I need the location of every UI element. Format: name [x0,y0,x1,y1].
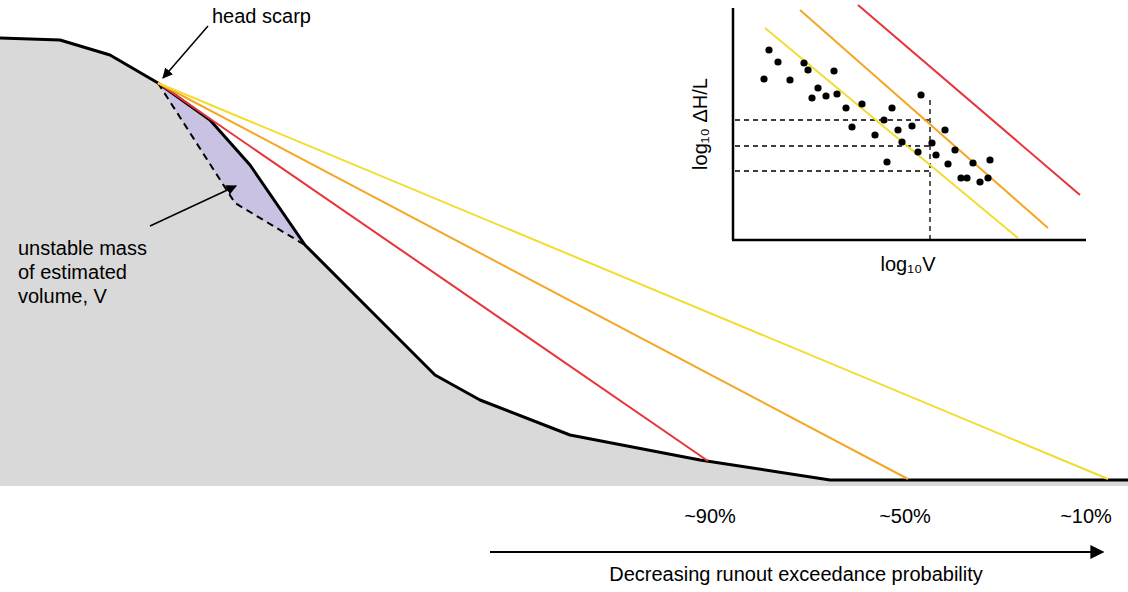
leader-arrow [150,186,236,226]
data-point [932,151,939,158]
probability-label: ~50% [879,504,931,528]
data-point [976,178,983,185]
mass-label: unstable mass of estimated volume, V [18,236,158,308]
data-point [984,174,991,181]
x-axis [732,239,1086,242]
axis-label: log₁₀V [880,252,935,276]
ground [0,38,1128,486]
data-point [883,158,890,165]
data-point [822,92,829,99]
dashed-guide [735,119,930,120]
probability-arrow [490,551,1103,553]
data-point [914,148,921,155]
data-point [830,67,837,74]
data-point [894,126,901,133]
axis-label: log₁₀ ΔH/L [688,78,712,170]
runout-line-90 [158,83,708,461]
data-point [800,59,807,66]
scarp-label: head scarp [212,4,311,28]
data-point [917,91,924,98]
data-point [814,84,821,91]
data-point [880,116,887,123]
data-point [848,123,855,130]
unstable-mass [158,83,305,245]
probability-label: ~10% [1060,504,1112,528]
fit-line-orange [800,10,1048,228]
inset-plot [732,5,1086,240]
data-point [944,160,951,167]
data-point [941,126,948,133]
data-point [760,75,767,82]
arrow-caption: Decreasing runout exceedance probability [609,562,983,586]
data-point [871,131,878,138]
data-point [963,174,970,181]
runout-line-50 [158,83,908,479]
dashed-guide [929,100,930,240]
fit-line-red [858,5,1080,195]
data-point [858,100,865,107]
data-point [774,58,781,65]
data-point [898,138,905,145]
fit-line-yellow [765,28,1018,238]
data-point [808,94,815,101]
data-point [888,104,895,111]
data-point [969,159,976,166]
data-point [765,46,772,53]
terrain-profile [0,38,1128,480]
dashed-guide [735,145,930,146]
leader-arrow [163,26,208,78]
y-axis [732,8,735,240]
data-point [928,139,935,146]
data-point [833,90,840,97]
data-point [908,122,915,129]
dashed-guide [735,170,930,171]
probability-label: ~90% [684,504,736,528]
runout-line-10 [158,83,1108,479]
data-point [786,76,793,83]
data-point [804,66,811,73]
data-point [986,156,993,163]
failure-surface [158,83,305,245]
data-point [842,104,849,111]
data-point [951,146,958,153]
